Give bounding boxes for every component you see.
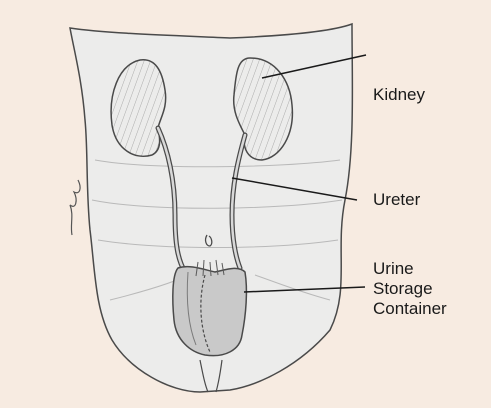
storage-container [173,267,247,356]
ureter-label: Ureter [373,190,420,210]
storage-container-label-line3: Container [373,299,447,319]
kidney-label: Kidney [373,85,425,105]
artist-signature [70,180,80,235]
storage-container-label-line2: Storage [373,279,447,299]
storage-container-label: Urine Storage Container [373,259,447,319]
storage-container-label-line1: Urine [373,259,447,279]
